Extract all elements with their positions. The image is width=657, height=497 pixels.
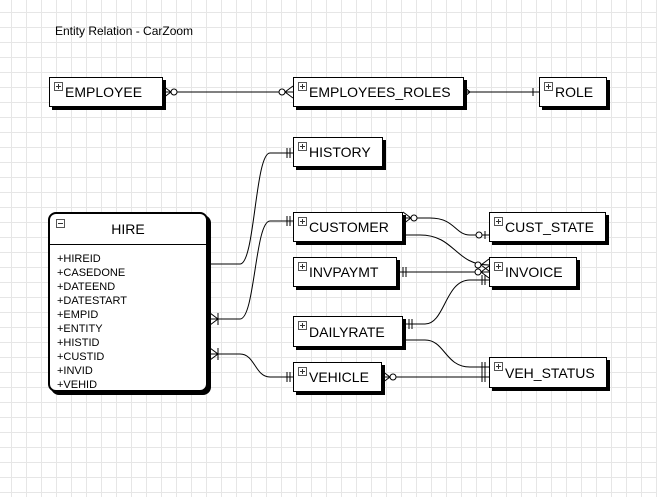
- minus-box-icon[interactable]: [56, 219, 65, 228]
- hire-attribute: +EMPID: [57, 309, 99, 321]
- entity-veh-status[interactable]: VEH_STATUS: [489, 357, 607, 388]
- entity-label: CUSTOMER: [309, 219, 389, 235]
- entity-label: HISTORY: [309, 144, 371, 160]
- hire-attribute: +HIREID: [57, 253, 101, 265]
- employee-employees-roles-link: [162, 85, 294, 99]
- entity-employee[interactable]: EMPLOYEE: [49, 77, 163, 107]
- entity-label: CUST_STATE: [505, 219, 594, 235]
- entity-history[interactable]: HISTORY: [293, 137, 383, 167]
- plus-box-icon[interactable]: [544, 82, 553, 91]
- customer-cust-state-link: [402, 211, 489, 239]
- hire-vehicle-link: [209, 347, 293, 382]
- entity-label: INVOICE: [505, 264, 563, 280]
- hire-attribute: +DATEEND: [57, 281, 116, 293]
- entity-role[interactable]: ROLE: [539, 77, 607, 107]
- entity-label: VEH_STATUS: [505, 364, 595, 381]
- plus-box-icon[interactable]: [298, 82, 307, 91]
- entity-label: VEHICLE: [309, 369, 369, 385]
- hire-attribute: +VEHID: [57, 379, 98, 391]
- entity-label: ROLE: [555, 84, 594, 100]
- plus-box-icon[interactable]: [494, 262, 503, 271]
- hire-attribute: +CUSTID: [57, 351, 105, 363]
- entity-invpaymt[interactable]: INVPAYMT: [293, 257, 397, 287]
- entity-label: INVPAYMT: [309, 264, 379, 280]
- hire-customer-link: [209, 216, 293, 326]
- dailyrate-invoice-link: [403, 275, 489, 329]
- plus-box-icon[interactable]: [298, 142, 307, 151]
- entity-customer[interactable]: CUSTOMER: [293, 212, 403, 242]
- plus-box-icon[interactable]: [494, 362, 503, 371]
- entity-vehicle[interactable]: VEHICLE: [293, 362, 382, 392]
- hire-attribute-list: +HIREID +CASEDONE +DATEEND +DATESTART +E…: [57, 252, 127, 392]
- hire-attribute: +INVID: [57, 365, 93, 377]
- customer-invoice-link: [403, 234, 490, 272]
- hire-attribute: +HISTID: [57, 337, 100, 349]
- entity-label: DAILYRATE: [309, 323, 385, 340]
- vehicle-veh-status-link: [381, 370, 489, 384]
- plus-box-icon[interactable]: [298, 262, 307, 271]
- hire-attribute: +ENTITY: [57, 323, 103, 335]
- invpaymt-invoice-link: [397, 265, 490, 279]
- plus-box-icon[interactable]: [298, 367, 307, 376]
- entity-dailyrate[interactable]: DAILYRATE: [293, 316, 403, 347]
- hire-attribute: +CASEDONE: [57, 267, 126, 279]
- plus-box-icon[interactable]: [494, 217, 503, 226]
- entity-hire-title: HIRE: [50, 214, 206, 245]
- hire-history-link: [210, 148, 293, 265]
- plus-box-icon[interactable]: [298, 321, 307, 330]
- hire-attribute: +DATESTART: [57, 295, 127, 307]
- plus-box-icon[interactable]: [298, 217, 307, 226]
- entity-cust-state[interactable]: CUST_STATE: [489, 212, 606, 242]
- entity-invoice[interactable]: INVOICE: [489, 257, 577, 287]
- entity-hire[interactable]: HIRE +HIREID +CASEDONE +DATEEND +DATESTA…: [48, 212, 208, 392]
- employees-roles-role-link: [463, 86, 539, 98]
- diagram-title: Entity Relation - CarZoom: [55, 24, 194, 38]
- entity-label: EMPLOYEES_ROLES: [309, 84, 451, 100]
- entity-label: EMPLOYEE: [65, 84, 143, 100]
- plus-box-icon[interactable]: [54, 82, 63, 91]
- dailyrate-veh-status-link: [403, 339, 489, 372]
- entity-employees-roles[interactable]: EMPLOYEES_ROLES: [293, 77, 464, 107]
